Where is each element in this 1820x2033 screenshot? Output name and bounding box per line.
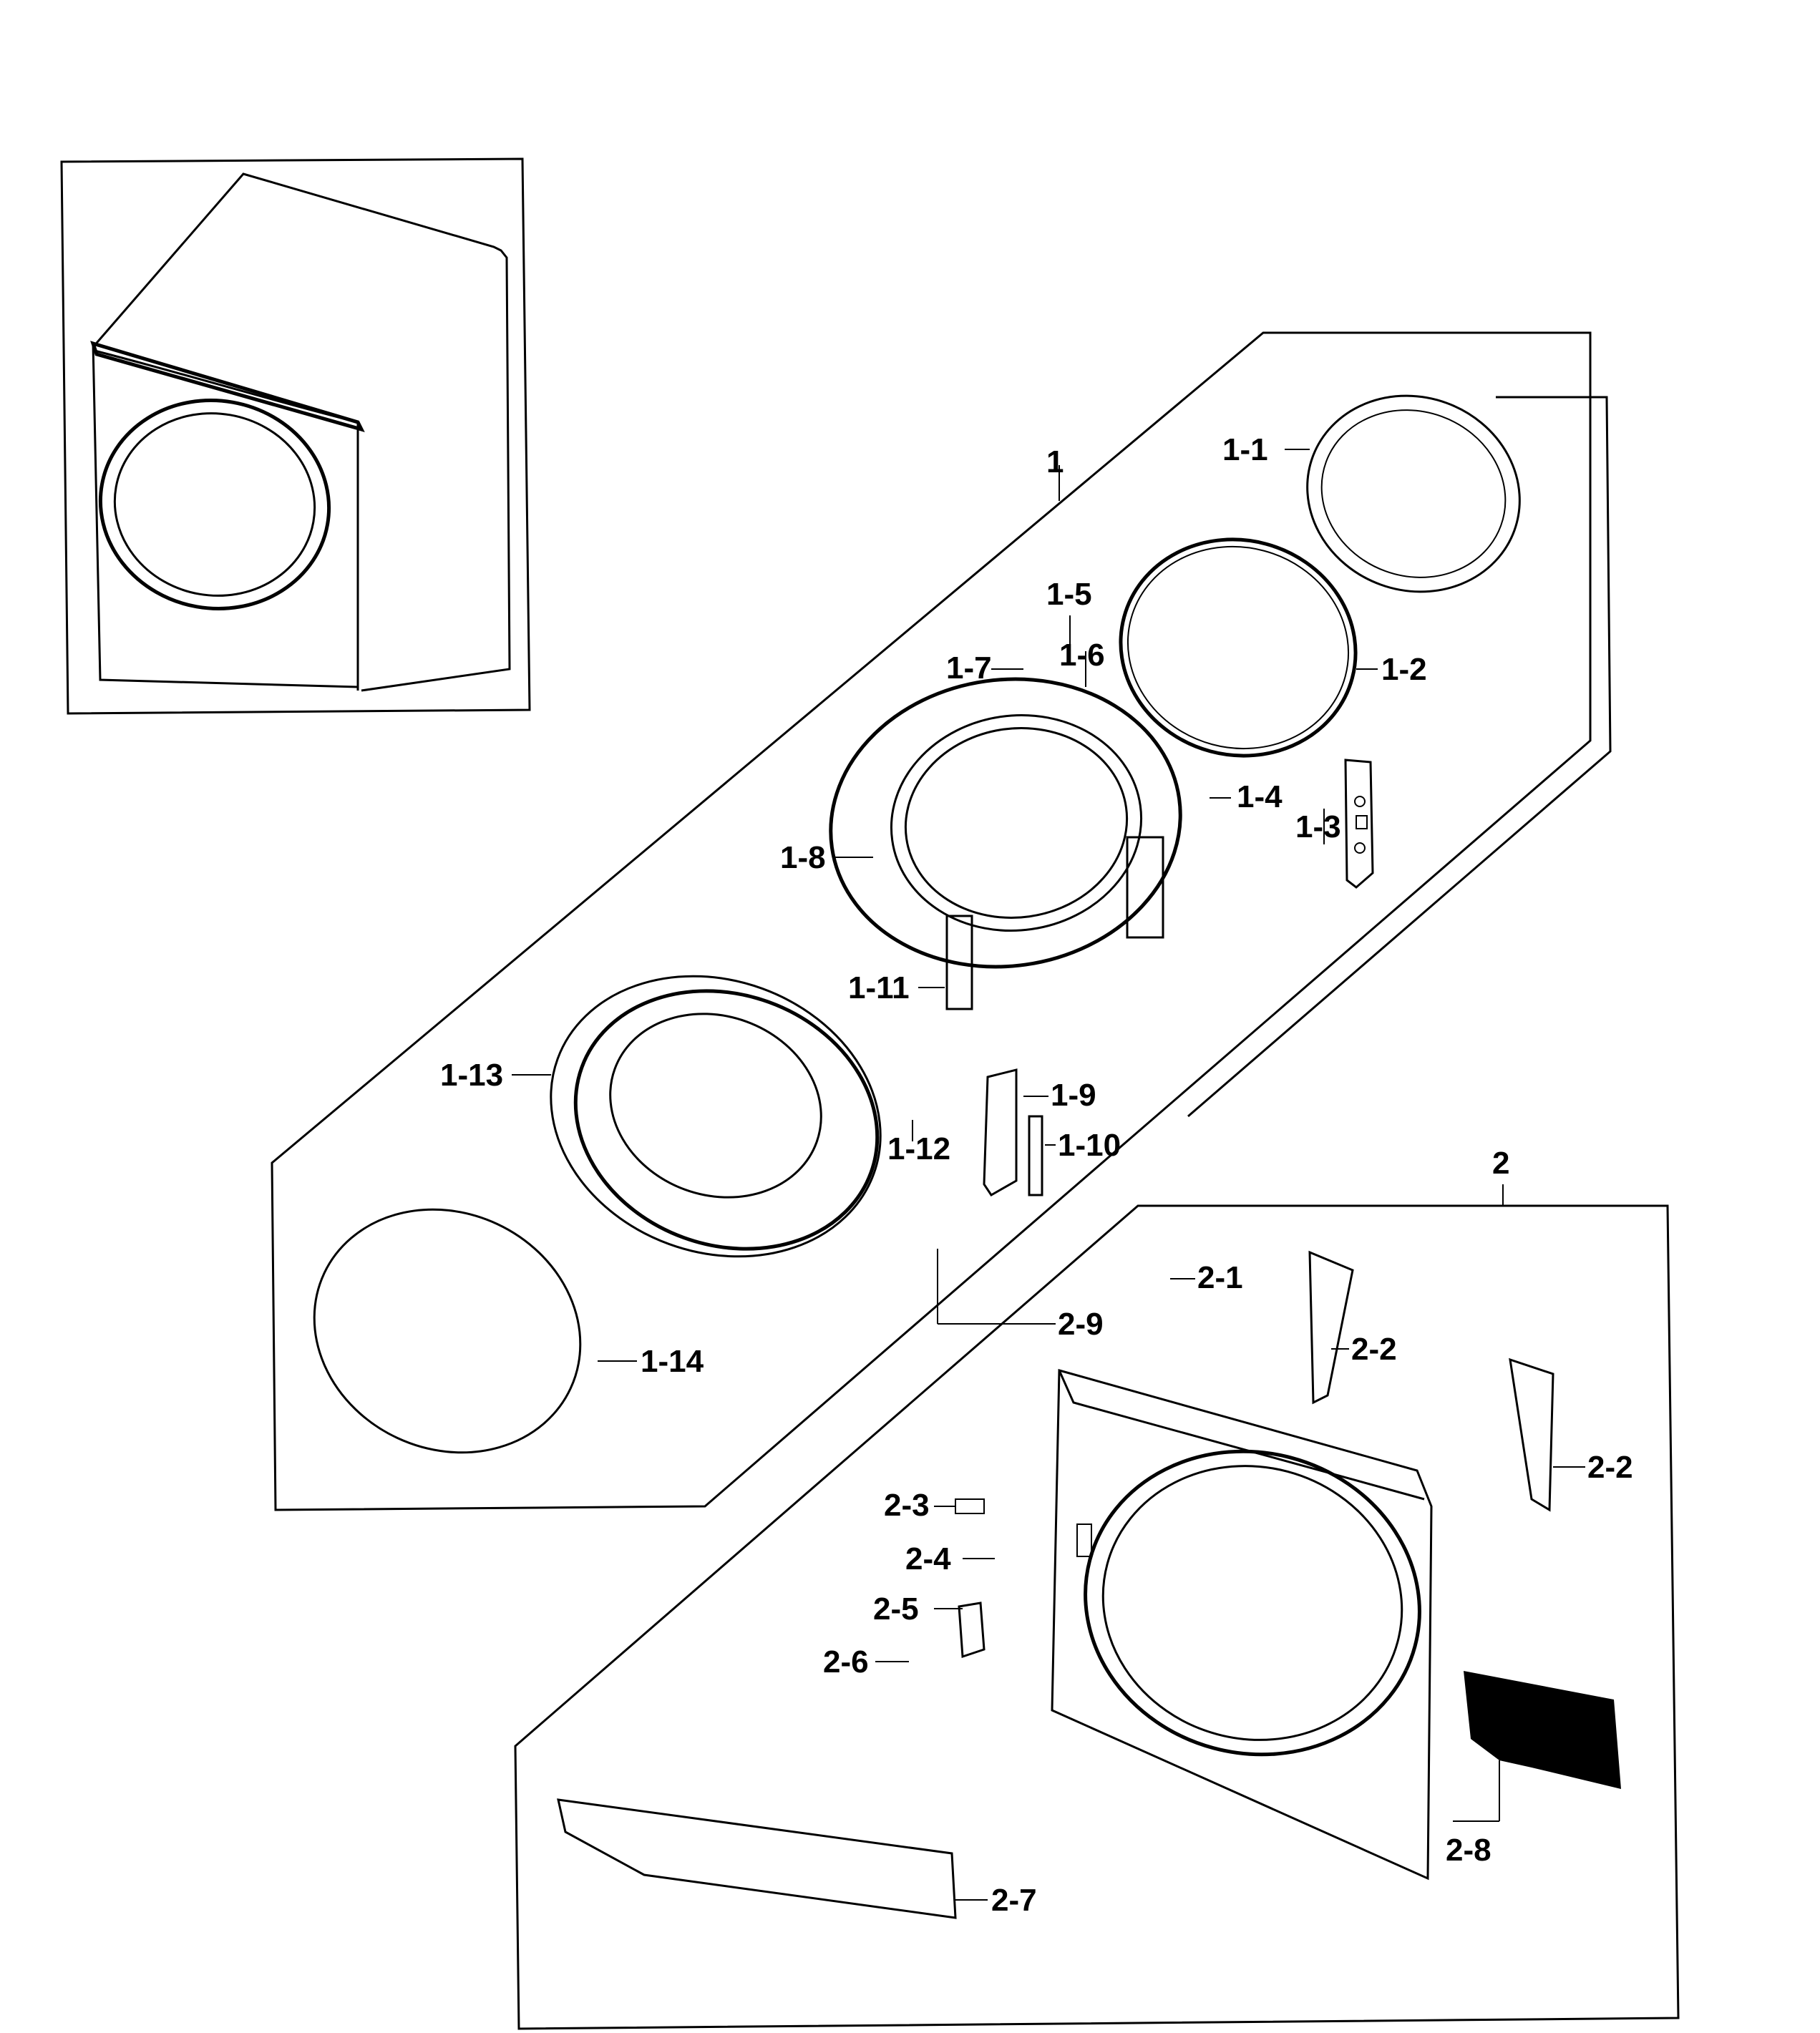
inset-door-outer bbox=[98, 399, 331, 610]
callout-1-13: 1-13 bbox=[440, 1058, 503, 1093]
callout-2-3: 2-3 bbox=[884, 1488, 930, 1523]
callout-labels: 1 1-1 1-2 1-3 1-4 1-5 1-6 1-7 1-8 1-9 1-… bbox=[440, 432, 1633, 1918]
callout-1-12: 1-12 bbox=[887, 1131, 950, 1166]
callout-1-1: 1-1 bbox=[1222, 432, 1268, 467]
callout-1-10: 1-10 bbox=[1058, 1128, 1121, 1163]
part-1-2-gasket bbox=[1119, 537, 1358, 758]
callout-1: 1 bbox=[1046, 444, 1064, 479]
inset-door-inner bbox=[113, 412, 316, 597]
callout-2: 2 bbox=[1492, 1146, 1509, 1181]
callout-1-9: 1-9 bbox=[1051, 1078, 1096, 1113]
inset-assembled-view bbox=[60, 157, 531, 715]
callout-1-8: 1-8 bbox=[780, 840, 826, 875]
part-1-3-hinge-plate bbox=[1344, 759, 1374, 889]
part-1-13-inner-ring bbox=[550, 975, 882, 1258]
part-2-2-hinge-support-right bbox=[1509, 1357, 1554, 1512]
part-2-5-switch bbox=[958, 1601, 986, 1659]
callout-2-4: 2-4 bbox=[905, 1541, 951, 1576]
part-1-14-inner-glass bbox=[313, 1208, 582, 1454]
part-1-8-door-frame bbox=[829, 677, 1182, 969]
inset-cabinet-outline bbox=[92, 172, 511, 692]
callout-2-2-lower: 2-2 bbox=[1587, 1450, 1633, 1485]
callout-2-7: 2-7 bbox=[991, 1883, 1037, 1918]
leader-lines bbox=[512, 449, 1585, 1901]
callout-2-1: 2-1 bbox=[1197, 1260, 1243, 1295]
inset-front-panel bbox=[92, 343, 359, 688]
callout-1-14: 1-14 bbox=[641, 1344, 704, 1379]
assembly-2-border bbox=[514, 1204, 1680, 2030]
part-1-11-bracket bbox=[945, 915, 973, 1010]
callout-1-5: 1-5 bbox=[1046, 577, 1092, 612]
callout-2-2-upper: 2-2 bbox=[1351, 1332, 1397, 1367]
callout-2-6: 2-6 bbox=[823, 1644, 869, 1679]
door-frame-hinge-block bbox=[1126, 836, 1164, 939]
part-2-front-panel bbox=[1051, 1369, 1433, 1881]
part-1-1-outer-glass bbox=[1306, 394, 1521, 593]
callout-1-7: 1-7 bbox=[946, 650, 992, 686]
inset-control-panel bbox=[90, 341, 365, 432]
callout-1-3: 1-3 bbox=[1295, 809, 1341, 844]
part-2-3-sensor bbox=[955, 1498, 985, 1514]
part-1-10-hinge-pin bbox=[1028, 1115, 1043, 1196]
callout-2-5: 2-5 bbox=[873, 1591, 919, 1627]
part-2-2-hinge-support-left bbox=[1308, 1250, 1354, 1405]
callout-1-11: 1-11 bbox=[848, 970, 910, 1005]
callout-2-8: 2-8 bbox=[1446, 1833, 1491, 1868]
front-panel-door-opening bbox=[1084, 1449, 1421, 1757]
callout-1-6: 1-6 bbox=[1059, 638, 1105, 673]
inset-frame bbox=[60, 157, 531, 715]
part-2-7-kick-panel bbox=[557, 1798, 957, 1919]
callout-1-2: 1-2 bbox=[1381, 652, 1427, 687]
part-1-9-hinge bbox=[983, 1068, 1018, 1196]
callout-1-4: 1-4 bbox=[1237, 779, 1283, 814]
callout-2-9: 2-9 bbox=[1058, 1307, 1104, 1342]
assembly-1-border bbox=[271, 331, 1592, 1511]
assembly-1-offset-line bbox=[1187, 396, 1612, 1118]
part-2-4-slot bbox=[1076, 1523, 1092, 1557]
part-2-8-insulation bbox=[1464, 1671, 1621, 1789]
